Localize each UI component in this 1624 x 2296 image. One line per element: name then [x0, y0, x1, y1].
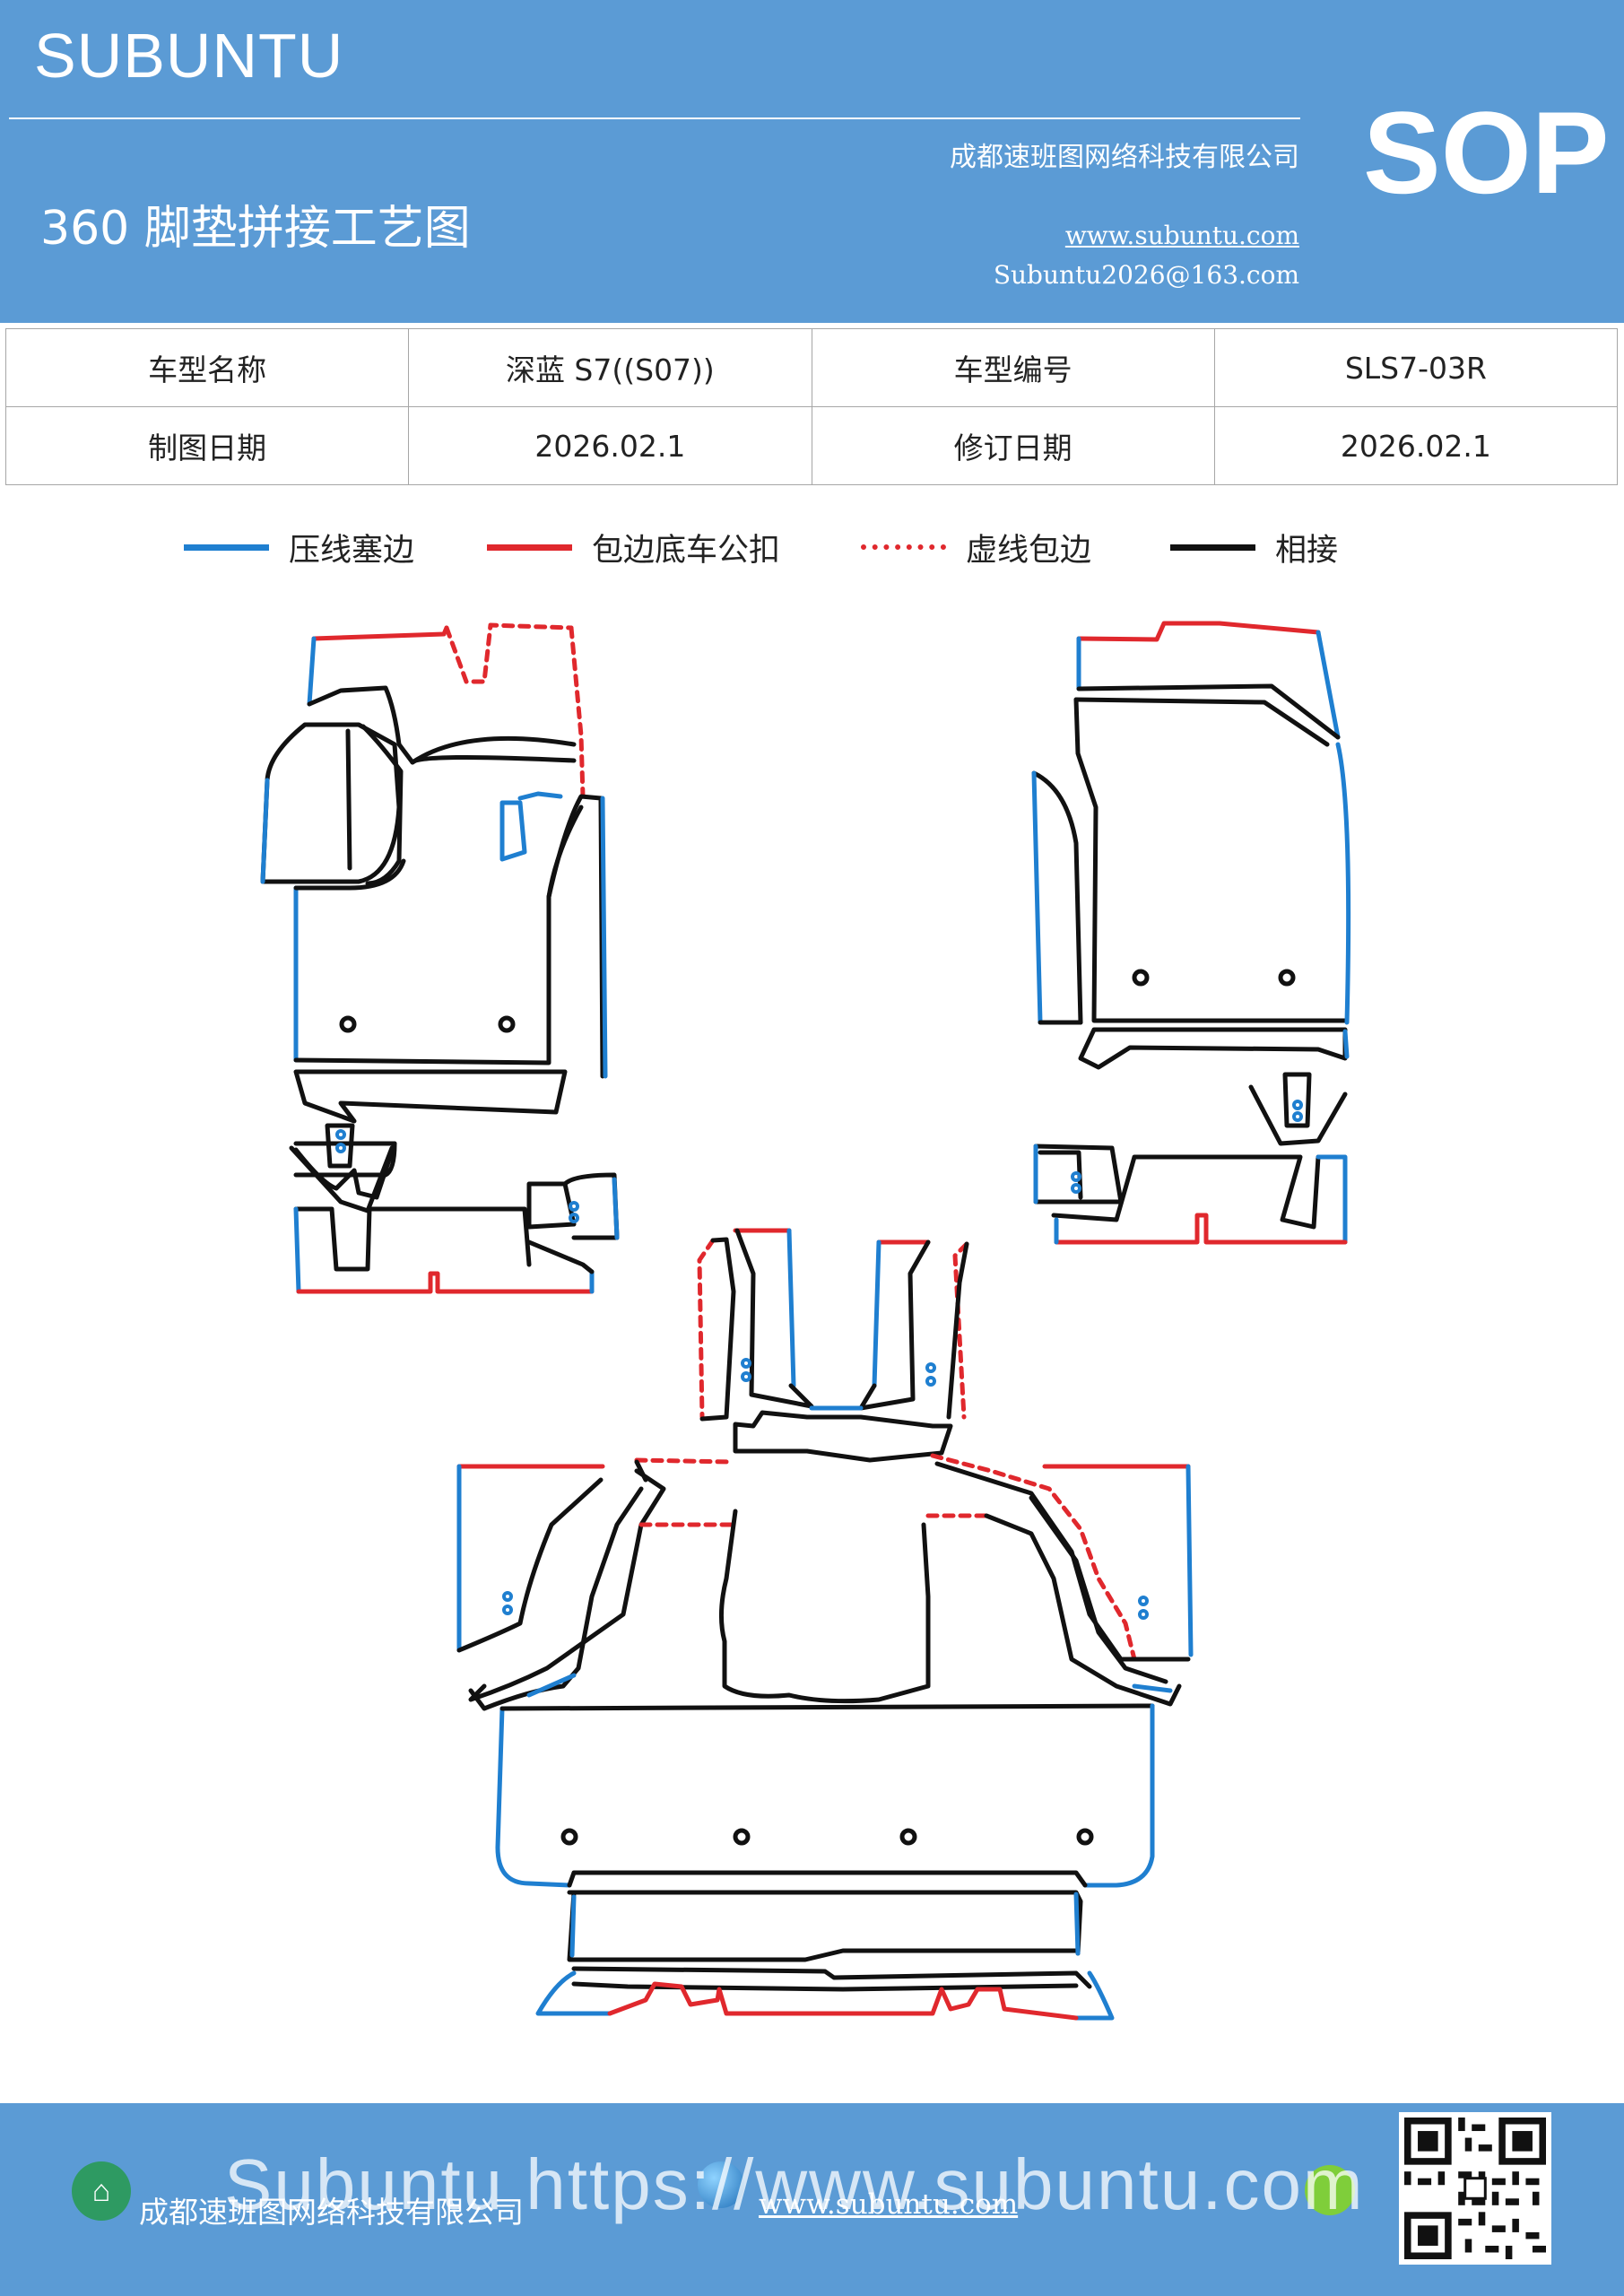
qr-code-icon: [1404, 2118, 1546, 2259]
legend-swatch-red-dashed: [861, 544, 946, 550]
footer-banner: [0, 2103, 1624, 2296]
building-icon: ⌂: [72, 2161, 131, 2221]
wechat-icon: [1305, 2165, 1355, 2215]
driver-mat: [260, 622, 620, 1294]
header-website-link[interactable]: www.subuntu.com: [1064, 221, 1299, 250]
legend-item-black: 相接: [1170, 525, 1338, 570]
legend-label: 虚线包边: [966, 532, 1092, 569]
legend-item-red-dashed: 虚线包边: [861, 525, 1091, 570]
value-model-code: SLS7-03R: [1213, 328, 1619, 407]
label-model-name: 车型名称: [4, 328, 410, 407]
legend-label: 相接: [1275, 532, 1339, 569]
header-divider: [9, 117, 1300, 119]
legend-swatch-blue: [184, 544, 269, 551]
legend-swatch-red: [487, 544, 572, 551]
rear-mat: [456, 1228, 1194, 2021]
header-banner: [0, 0, 1624, 323]
brand-logo: SUBUNTU: [34, 21, 344, 91]
label-model-code: 车型编号: [811, 328, 1215, 407]
vehicle-info-table: 车型名称 深蓝 S7((S07)) 车型编号 SLS7-03R 制图日期 202…: [4, 328, 1619, 485]
value-draw-date: 2026.02.1: [408, 406, 812, 485]
footer-website-link[interactable]: www.subuntu.com: [759, 2188, 1019, 2221]
legend-item-red: 包边底车公扣: [487, 525, 780, 570]
table-row: 制图日期 2026.02.1 修订日期 2026.02.1: [4, 406, 1619, 485]
legend-label: 包边底车公扣: [592, 532, 781, 569]
header-company: 成都速班图网络科技有限公司: [950, 142, 1299, 173]
header-email: Subuntu2026@163.com: [993, 260, 1299, 290]
qr-code[interactable]: [1399, 2112, 1551, 2265]
page-title: 360 脚垫拼接工艺图: [40, 202, 471, 256]
footer-company: 成都速班图网络科技有限公司: [139, 2195, 524, 2230]
value-model-name: 深蓝 S7((S07)): [408, 328, 812, 407]
legend-swatch-black: [1170, 544, 1255, 551]
passenger-mat: [1031, 621, 1351, 1245]
legend-item-blue: 压线塞边: [184, 525, 414, 570]
watermark-overlay-text: Subuntu https://www.subuntu.com: [224, 2144, 1365, 2224]
table-row: 车型名称 深蓝 S7((S07)) 车型编号 SLS7-03R: [4, 328, 1619, 407]
label-draw-date: 制图日期: [4, 406, 410, 485]
label-revise-date: 修订日期: [811, 406, 1215, 485]
legend-label: 压线塞边: [289, 532, 415, 569]
value-revise-date: 2026.02.1: [1213, 406, 1619, 485]
globe-icon: [698, 2161, 744, 2208]
sop-label: SOP: [1363, 87, 1610, 218]
